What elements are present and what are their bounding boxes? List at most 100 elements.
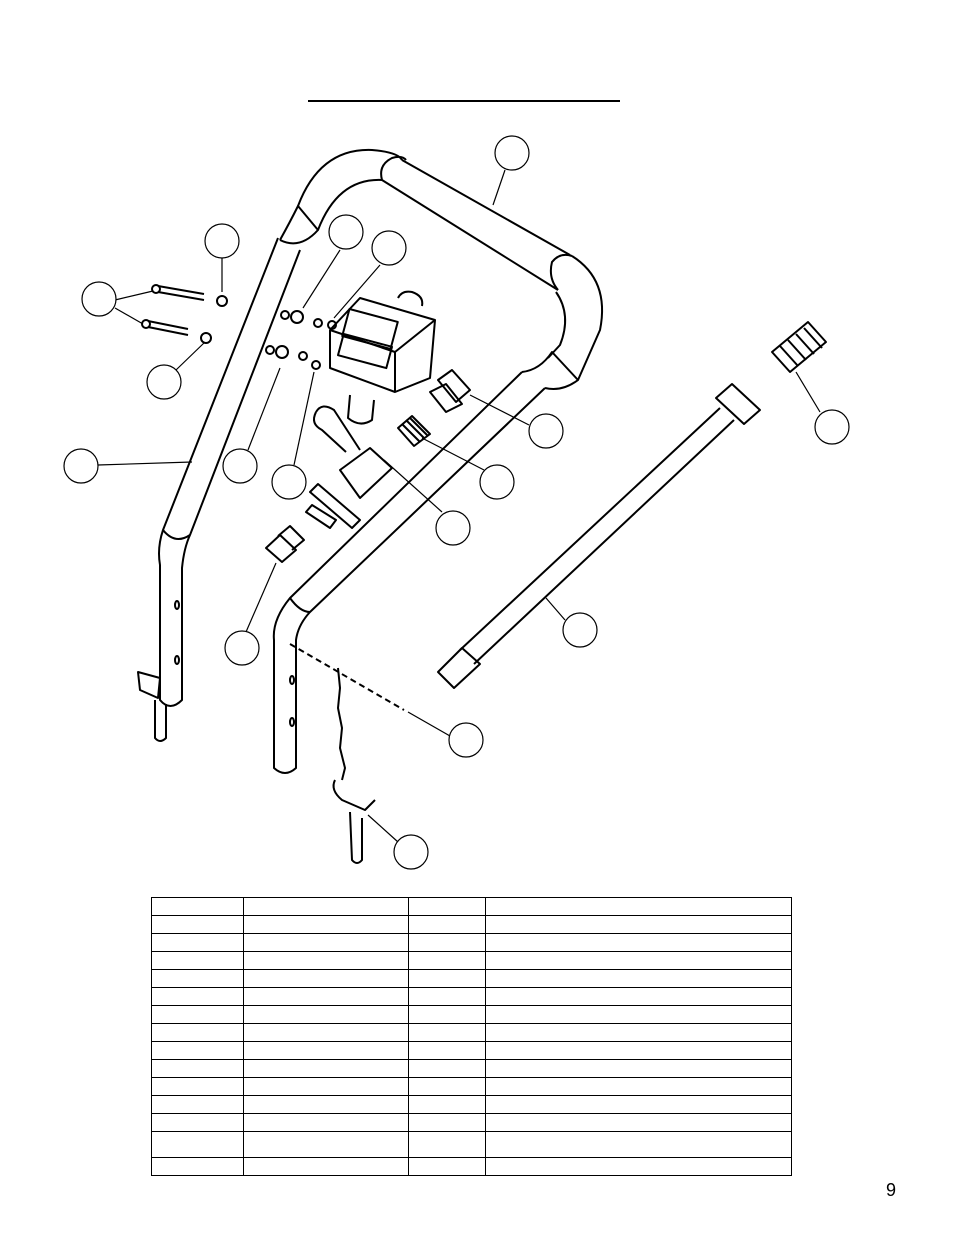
upper-handle-bend xyxy=(297,148,604,381)
callout-balloon xyxy=(333,230,407,319)
table-cell xyxy=(408,987,486,1006)
table-cell xyxy=(151,987,244,1006)
table-cell xyxy=(485,987,792,1006)
table-cell xyxy=(485,969,792,988)
table-cell xyxy=(243,1077,409,1096)
table-row xyxy=(151,1059,792,1078)
callout-balloon xyxy=(224,562,277,666)
callout-balloon xyxy=(81,281,154,325)
quick-coupler xyxy=(771,321,827,373)
table-cell xyxy=(408,1059,486,1078)
table-cell xyxy=(243,1157,409,1176)
right-handle-tube xyxy=(272,351,579,774)
table-cell xyxy=(243,933,409,952)
table-row xyxy=(151,933,792,952)
bolts-and-washers xyxy=(141,284,337,370)
table-cell xyxy=(151,915,244,934)
table-cell xyxy=(485,915,792,934)
callout-balloon xyxy=(204,223,240,292)
table-row xyxy=(151,1131,792,1158)
table-cell xyxy=(151,951,244,970)
control-box xyxy=(329,290,436,425)
table-cell xyxy=(408,933,486,952)
table-row xyxy=(151,1095,792,1114)
callout-balloon xyxy=(222,367,281,484)
table-cell xyxy=(151,1113,244,1132)
table-cell xyxy=(243,951,409,970)
left-handle-tube xyxy=(158,205,319,707)
table-cell xyxy=(151,1157,244,1176)
table-row xyxy=(151,969,792,988)
table-row xyxy=(151,1023,792,1042)
fitting-nipple xyxy=(265,525,305,563)
table-cell xyxy=(151,1023,244,1042)
table-cell xyxy=(408,897,486,916)
table-cell xyxy=(485,1131,792,1158)
table-cell xyxy=(243,1095,409,1114)
page-number: 9 xyxy=(886,1180,897,1200)
table-cell xyxy=(151,1131,244,1158)
parts-list-table xyxy=(151,897,792,1176)
table-cell xyxy=(243,1023,409,1042)
ball-valve xyxy=(305,405,393,529)
table-cell xyxy=(485,1095,792,1114)
table-row xyxy=(151,915,792,934)
table-row xyxy=(151,897,792,916)
table-cell xyxy=(408,969,486,988)
table-cell xyxy=(243,1041,409,1060)
callout-balloon xyxy=(63,448,193,484)
table-cell xyxy=(485,951,792,970)
table-cell xyxy=(151,933,244,952)
table-cell xyxy=(485,1005,792,1024)
table-cell xyxy=(485,933,792,952)
table-cell xyxy=(243,1005,409,1024)
table-cell xyxy=(243,1113,409,1132)
pin-alignment-line xyxy=(289,643,405,711)
table-cell xyxy=(243,897,409,916)
table-row xyxy=(151,1077,792,1096)
table-cell xyxy=(408,1023,486,1042)
hose xyxy=(437,383,761,689)
table-row xyxy=(151,1005,792,1024)
table-cell xyxy=(243,1059,409,1078)
callout-balloon xyxy=(367,814,429,870)
table-cell xyxy=(485,1041,792,1060)
table-cell xyxy=(243,915,409,934)
callout-balloon xyxy=(469,394,564,449)
table-cell xyxy=(408,951,486,970)
table-cell xyxy=(151,1077,244,1096)
table-cell xyxy=(408,915,486,934)
table-cell xyxy=(151,897,244,916)
callout-balloon xyxy=(492,135,530,206)
table-cell xyxy=(485,1059,792,1078)
callout-balloon xyxy=(302,214,364,309)
table-cell xyxy=(408,1113,486,1132)
table-cell xyxy=(151,1041,244,1060)
table-cell xyxy=(408,1005,486,1024)
table-row xyxy=(151,1113,792,1132)
table-cell xyxy=(408,1157,486,1176)
table-cell xyxy=(243,1131,409,1158)
table-row xyxy=(151,987,792,1006)
table-cell xyxy=(408,1077,486,1096)
table-cell xyxy=(151,969,244,988)
table-cell xyxy=(485,1113,792,1132)
callout-balloon xyxy=(421,437,515,500)
table-row xyxy=(151,1157,792,1176)
table-cell xyxy=(243,969,409,988)
table-cell xyxy=(151,1059,244,1078)
table-cell xyxy=(485,1023,792,1042)
callout-balloon xyxy=(795,371,850,445)
callout-balloon xyxy=(146,341,206,400)
table-cell xyxy=(408,1041,486,1060)
table-cell xyxy=(485,1157,792,1176)
callout-balloon xyxy=(407,711,484,758)
table-cell xyxy=(408,1095,486,1114)
table-cell xyxy=(408,1131,486,1158)
callout-balloon xyxy=(383,459,471,546)
table-cell xyxy=(485,1077,792,1096)
table-row xyxy=(151,951,792,970)
table-cell xyxy=(243,987,409,1006)
table-row xyxy=(151,1041,792,1060)
fitting-threaded xyxy=(397,415,431,447)
